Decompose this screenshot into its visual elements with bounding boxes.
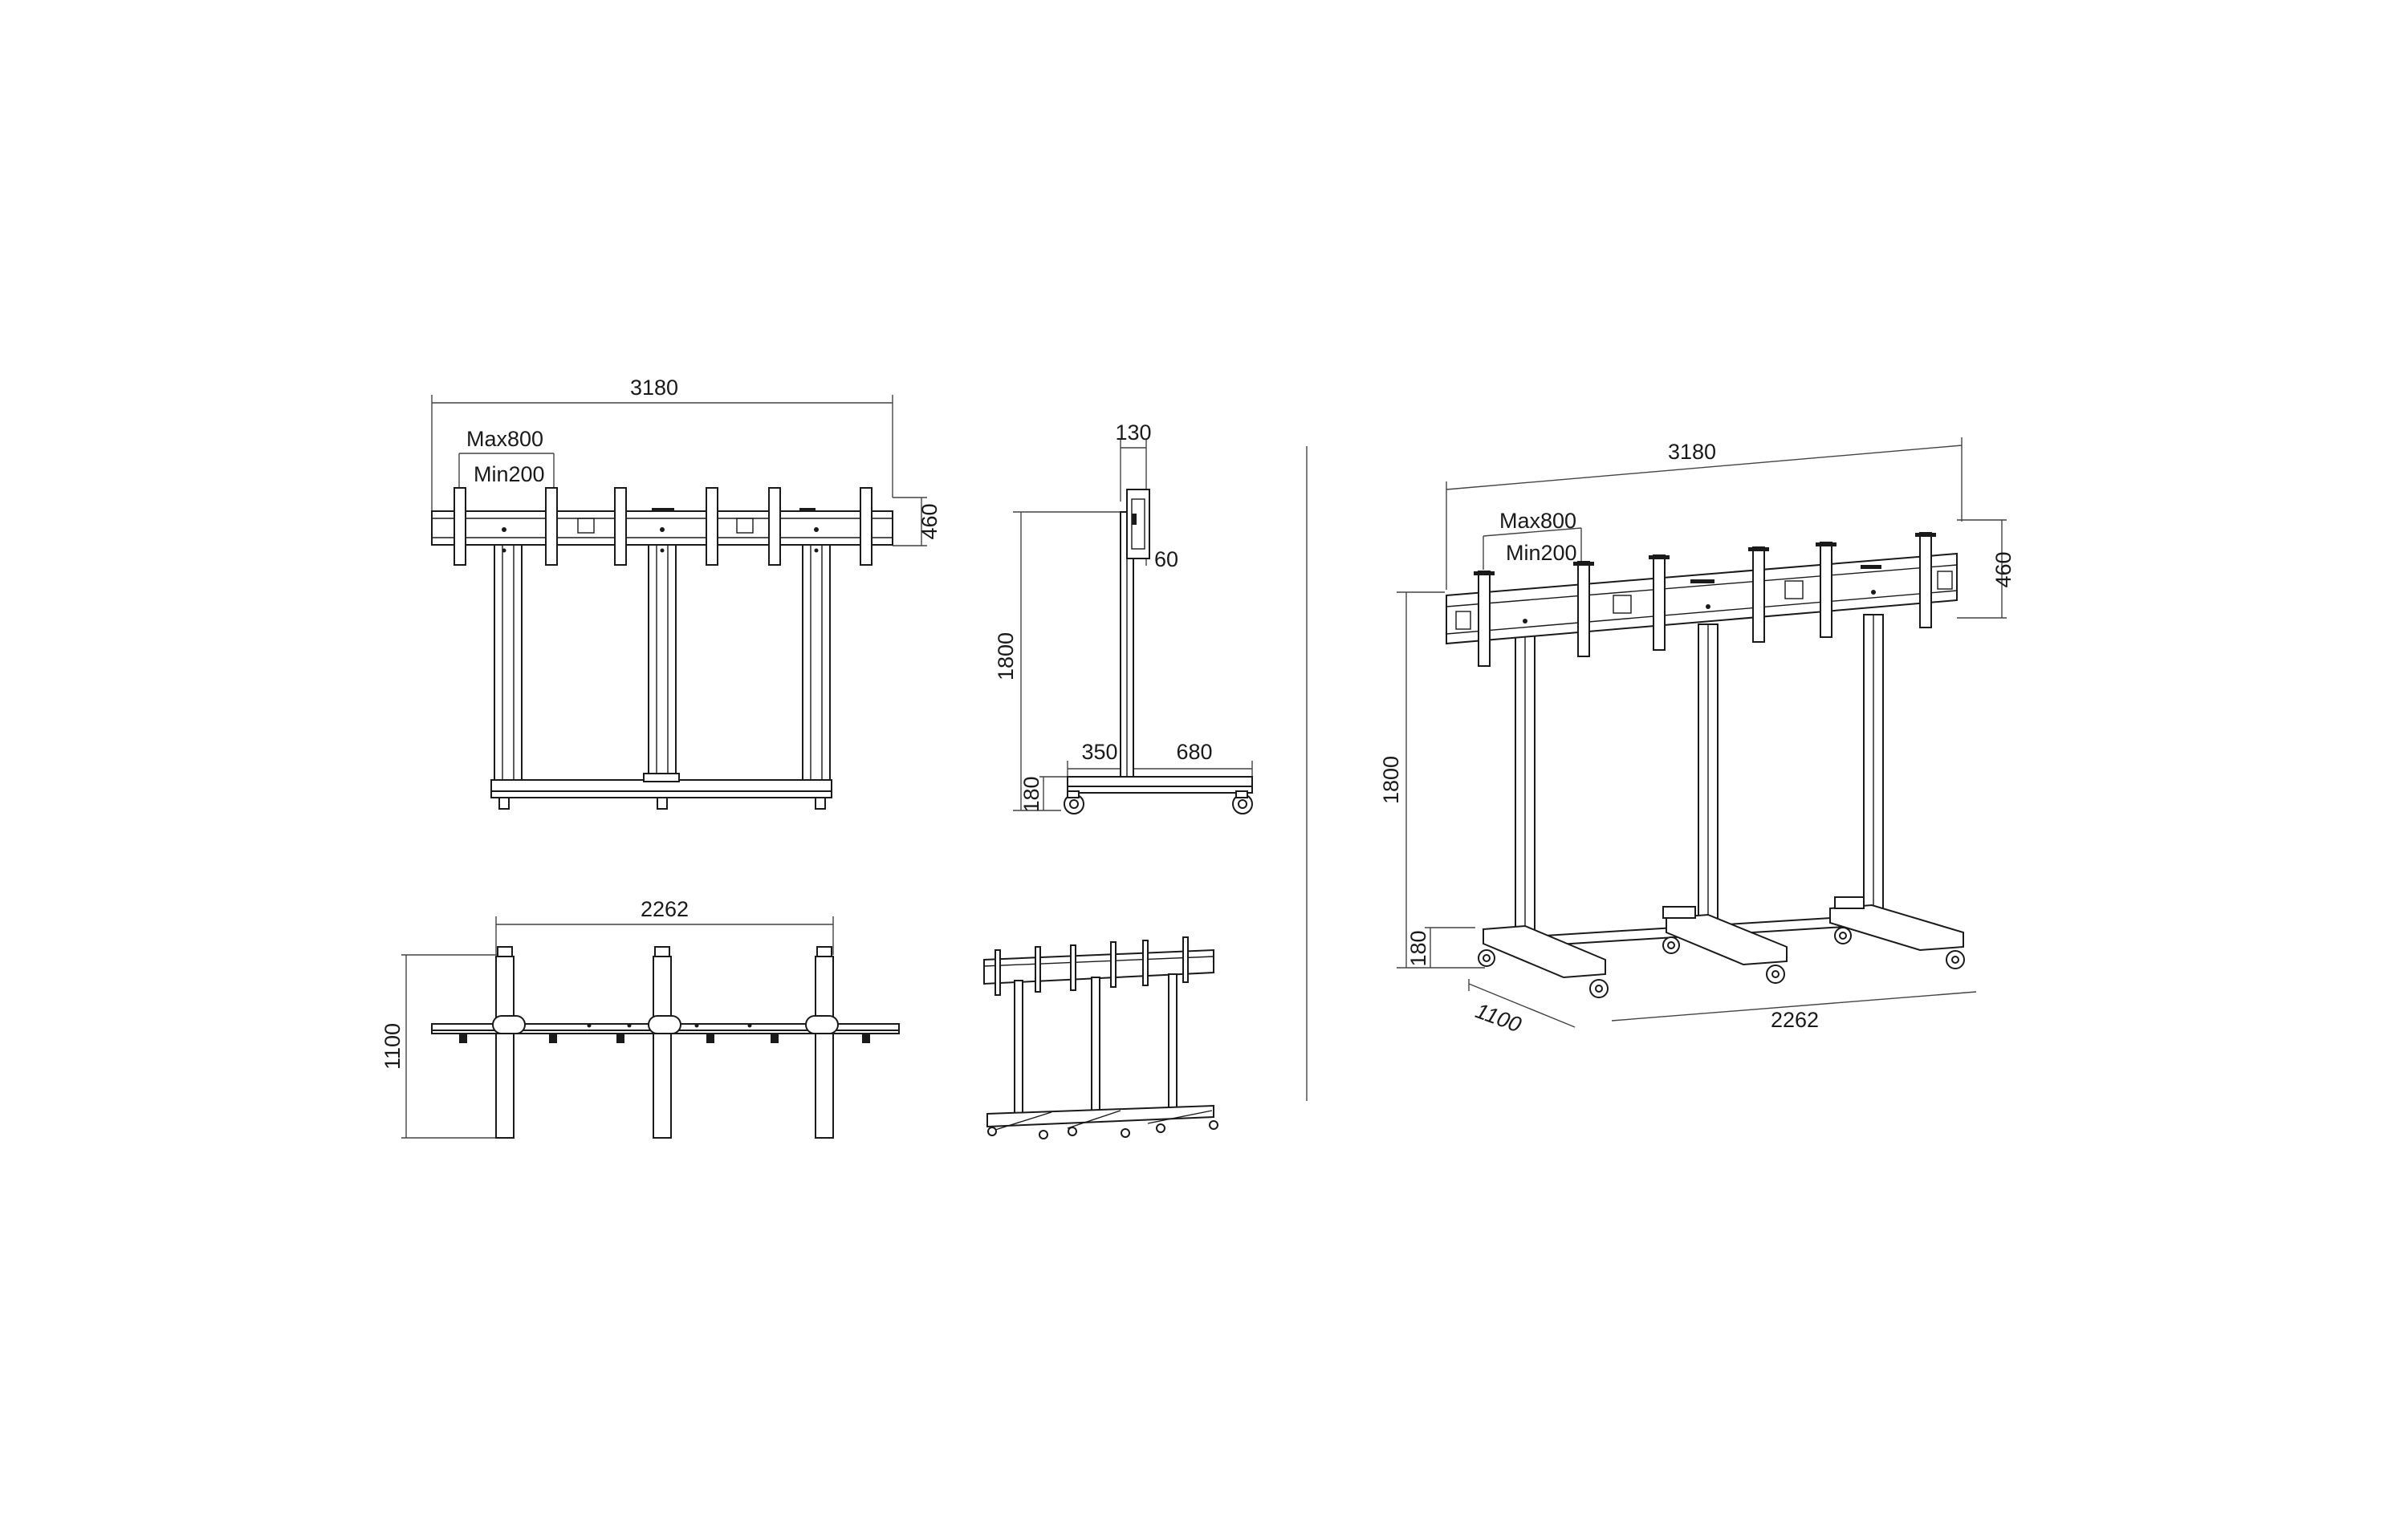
side-height-label: 1800 [994,632,1018,680]
side-base-height-label: 180 [1019,776,1043,812]
top-view: 2262 1100 [380,897,900,1139]
side-base-front-label: 350 [1081,740,1117,764]
iso-max-spacing-label: Max800 [1499,509,1576,533]
top-depth-label: 1100 [380,1023,405,1070]
front-width-label: 3180 [630,376,678,400]
front-beam-height-label: 460 [917,503,942,539]
iso-width-label: 3180 [1668,440,1716,464]
side-depth-top-label: 130 [1115,420,1151,445]
side-view: 130 60 1800 180 350 680 [994,420,1253,814]
iso-base-height-label: 180 [1406,930,1430,966]
side-base-back-label: 680 [1176,740,1212,764]
side-bracket-label: 60 [1154,547,1178,571]
iso-depth-label: 1100 [1472,998,1524,1037]
front-min-spacing-label: Min200 [474,462,545,486]
front-max-spacing-label: Max800 [466,427,543,451]
iso-beam-height-label: 460 [1991,551,2015,587]
front-view: 3180 Max800 Min200 460 [431,376,942,810]
iso-height-label: 1800 [1379,756,1403,804]
iso-base-width-label: 2262 [1771,1008,1819,1032]
iso-min-spacing-label: Min200 [1506,541,1577,565]
top-width-label: 2262 [641,897,689,921]
large-isometric-view: 3180 Max800 Min200 460 1800 180 1100 226… [1379,437,2015,1037]
small-isometric-view [983,936,1218,1139]
